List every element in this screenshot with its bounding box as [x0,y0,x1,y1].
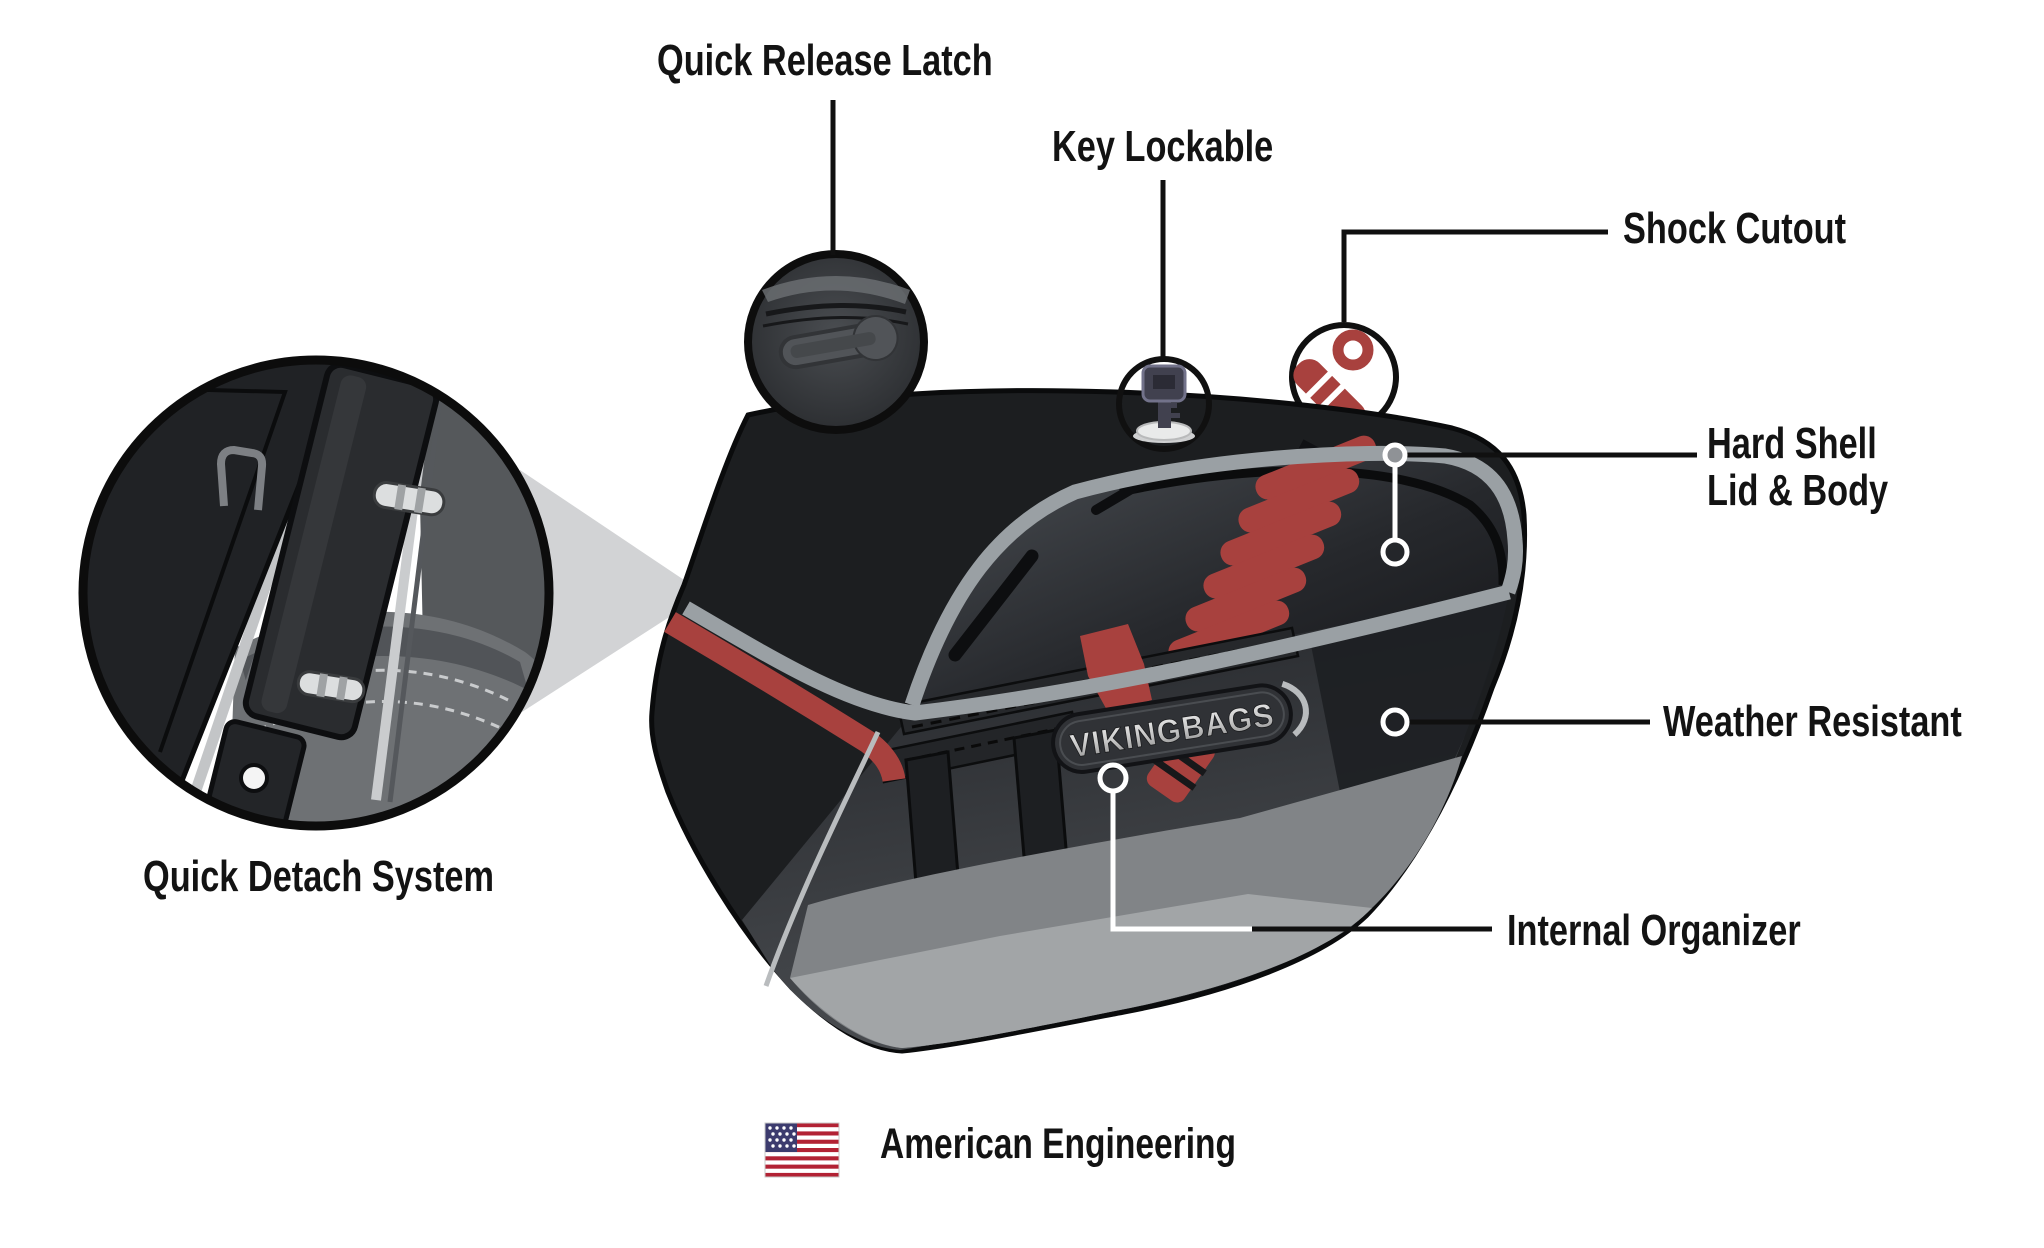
latch-lever-icon [778,315,899,370]
saddlebag: VIKINGBAGS [649,388,1528,1054]
red-stripe [664,612,906,783]
callout-shock-cutout: Shock Cutout [1623,204,1847,253]
marker-dots [1097,442,1410,932]
footer-american-engineering: American Engineering [880,1120,1236,1168]
quick-detach-zoom-circle [78,355,554,831]
shock-cutout-icon-circle [1289,322,1399,432]
callout-hard-shell-line2: Lid & Body [1707,466,1889,516]
zoom-beam [520,470,705,712]
callout-key-lockable: Key Lockable [1052,122,1274,171]
lid-pinstripe-upper [904,445,1523,708]
key-lock-circle [1116,356,1212,452]
mounting-pins [296,481,446,704]
hardshell-marker-bottom [1380,537,1410,567]
callout-quick-release-latch: Quick Release Latch [657,36,993,85]
callout-internal-organizer: Internal Organizer [1507,906,1801,955]
weather-marker [1380,707,1410,737]
callout-hard-shell: Hard Shell Lid & Body [1707,420,1888,514]
hardshell-marker-top [1382,442,1408,468]
connector-lines [830,100,1697,932]
lid-pinstripe-lower [682,584,1511,721]
callout-weather-resistant: Weather Resistant [1663,697,1962,746]
saddlebag-back-panel [83,360,347,815]
callout-quick-detach-system: Quick Detach System [143,852,494,901]
callout-hard-shell-line1: Hard Shell [1707,419,1877,468]
us-flag-icon [764,1122,840,1178]
left-edge-piping [763,730,881,987]
wire-loop [216,445,267,511]
latch-zoom-circle [744,250,928,434]
key-icon [1133,364,1195,443]
organizer-marker [1097,762,1129,794]
mounting-bracket [205,361,440,826]
